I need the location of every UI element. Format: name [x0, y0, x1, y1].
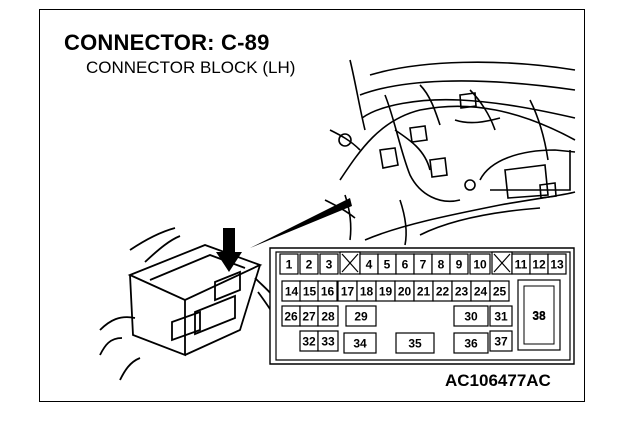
pin-31: 31	[489, 305, 513, 327]
pin-number: 16	[321, 285, 335, 299]
pin-26: 26	[281, 305, 301, 327]
pin-29: 29	[345, 305, 377, 327]
pin-number: 21	[417, 285, 431, 299]
pin-number: 24	[474, 285, 488, 299]
pin-number: 7	[420, 258, 427, 272]
pin-37: 37	[489, 330, 513, 352]
pin-number: 37	[494, 335, 508, 349]
pin-number: 20	[398, 285, 412, 299]
pin-4: 4	[359, 253, 379, 275]
pin-number: 31	[494, 310, 508, 324]
pin-8: 8	[431, 253, 451, 275]
pin-number: 2	[306, 258, 313, 272]
pin-number: 12	[532, 258, 546, 272]
pin-number: 25	[493, 285, 507, 299]
pin-number: 26	[284, 310, 298, 324]
pin-number: 11	[515, 258, 528, 272]
pin-3: 3	[319, 253, 339, 275]
pin-33: 33	[317, 330, 339, 352]
pin-12: 12	[529, 253, 549, 275]
pin-number: 30	[464, 310, 478, 324]
pin-30: 30	[453, 305, 489, 327]
pin-14: 14	[281, 280, 302, 302]
pin-20: 20	[394, 280, 415, 302]
pin-16: 16	[317, 280, 338, 302]
pin-number: 22	[436, 285, 450, 299]
pin-15: 15	[299, 280, 320, 302]
pin-number: 3	[326, 258, 333, 272]
pin-number: 29	[354, 310, 368, 324]
pin-17: 17	[337, 280, 358, 302]
pin-number: 10	[473, 258, 487, 272]
pin-19: 19	[375, 280, 396, 302]
pin-22: 22	[432, 280, 453, 302]
pin-6: 6	[395, 253, 415, 275]
connector-title: CONNECTOR: C-89	[64, 30, 270, 55]
pin-number: 38	[532, 309, 546, 323]
pin-number: 32	[302, 335, 316, 349]
pin-18: 18	[356, 280, 377, 302]
pin-number: 9	[456, 258, 463, 272]
pin-number: 15	[303, 285, 317, 299]
pin-number: 1	[286, 258, 293, 272]
pin-7: 7	[413, 253, 433, 275]
pin-number: 6	[402, 258, 409, 272]
pin-number: 34	[353, 337, 367, 351]
down-arrow-icon	[216, 228, 242, 272]
pin-38: 38	[517, 279, 561, 351]
pin-1: 1	[279, 253, 299, 275]
pin-number: 4	[366, 258, 373, 272]
leader-pointer	[250, 198, 352, 248]
pin-21: 21	[413, 280, 434, 302]
pin-38-label: 38	[532, 309, 546, 323]
pin-9: 9	[449, 253, 469, 275]
figure-id: AC106477AC	[445, 371, 551, 390]
pin-10: 10	[469, 253, 491, 275]
pin-number: 27	[302, 310, 316, 324]
pin-number: 23	[455, 285, 469, 299]
pin-number: 13	[550, 258, 564, 272]
pin-36: 36	[453, 332, 489, 354]
pin-38-cavity	[523, 285, 555, 345]
pin-11: 11	[511, 253, 531, 275]
pin-34: 34	[343, 332, 377, 354]
pin-5: 5	[377, 253, 397, 275]
pin-number: 35	[408, 337, 422, 351]
pin-number: 14	[285, 285, 299, 299]
connector-block-illustration	[99, 227, 273, 381]
connector-subtitle: CONNECTOR BLOCK (LH)	[86, 58, 296, 77]
pin-number: 18	[360, 285, 374, 299]
pin-number: 19	[379, 285, 393, 299]
pin-13: 13	[547, 253, 567, 275]
pin-number: 36	[464, 337, 478, 351]
pin-number: 8	[438, 258, 445, 272]
pin-2: 2	[299, 253, 319, 275]
pin-number: 17	[341, 285, 355, 299]
dashboard-illustration	[324, 59, 576, 246]
pin-25: 25	[489, 280, 510, 302]
pin-number: 5	[384, 258, 391, 272]
pin-number: 33	[321, 335, 335, 349]
pin-27: 27	[299, 305, 319, 327]
pin-32: 32	[299, 330, 319, 352]
pin-28: 28	[317, 305, 339, 327]
pin-35: 35	[395, 332, 435, 354]
pin-23: 23	[451, 280, 472, 302]
pin-24: 24	[470, 280, 491, 302]
pin-number: 28	[321, 310, 335, 324]
